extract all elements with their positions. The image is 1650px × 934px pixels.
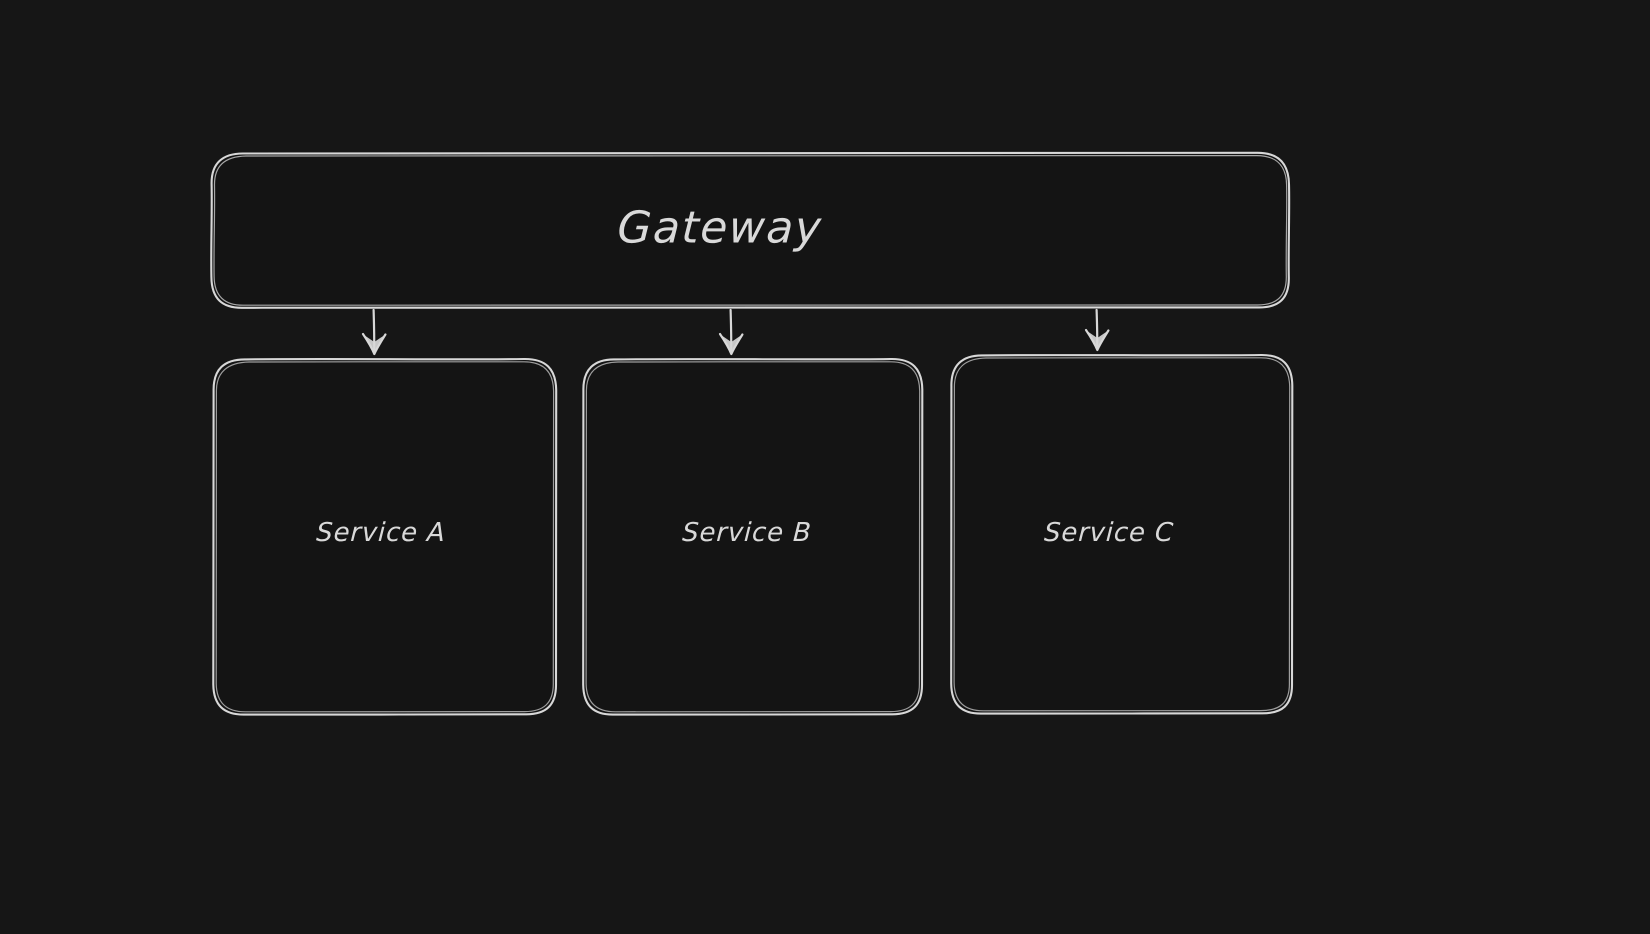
node-service-a-outline-b <box>215 361 555 713</box>
node-service-b[interactable] <box>581 357 924 716</box>
node-service-c-outline-a <box>949 353 1294 715</box>
node-service-a-outline-a <box>212 357 558 716</box>
node-gateway-outline-b <box>213 154 1288 306</box>
edge-gateway-service-c-arrow-fill <box>1087 331 1108 350</box>
node-service-b-outline-a <box>581 357 924 716</box>
edge-gateway-service-c[interactable] <box>1084 308 1110 352</box>
node-service-c-outline-b <box>953 357 1291 712</box>
node-service-b-outline-b <box>585 361 921 713</box>
edge-gateway-service-b[interactable] <box>718 308 744 356</box>
edge-gateway-service-a[interactable] <box>361 308 387 356</box>
node-gateway-outline-a <box>210 151 1291 309</box>
node-service-c[interactable] <box>949 353 1294 715</box>
node-service-b-fill <box>584 359 922 715</box>
edge-gateway-service-a-arrow-fill <box>364 335 385 354</box>
node-service-a-fill <box>214 359 556 715</box>
node-gateway-fill <box>212 153 1289 308</box>
node-service-c-fill <box>952 355 1292 714</box>
node-service-a[interactable] <box>212 357 558 716</box>
edge-gateway-service-b-arrow-fill <box>721 335 742 354</box>
node-gateway[interactable] <box>210 151 1291 309</box>
